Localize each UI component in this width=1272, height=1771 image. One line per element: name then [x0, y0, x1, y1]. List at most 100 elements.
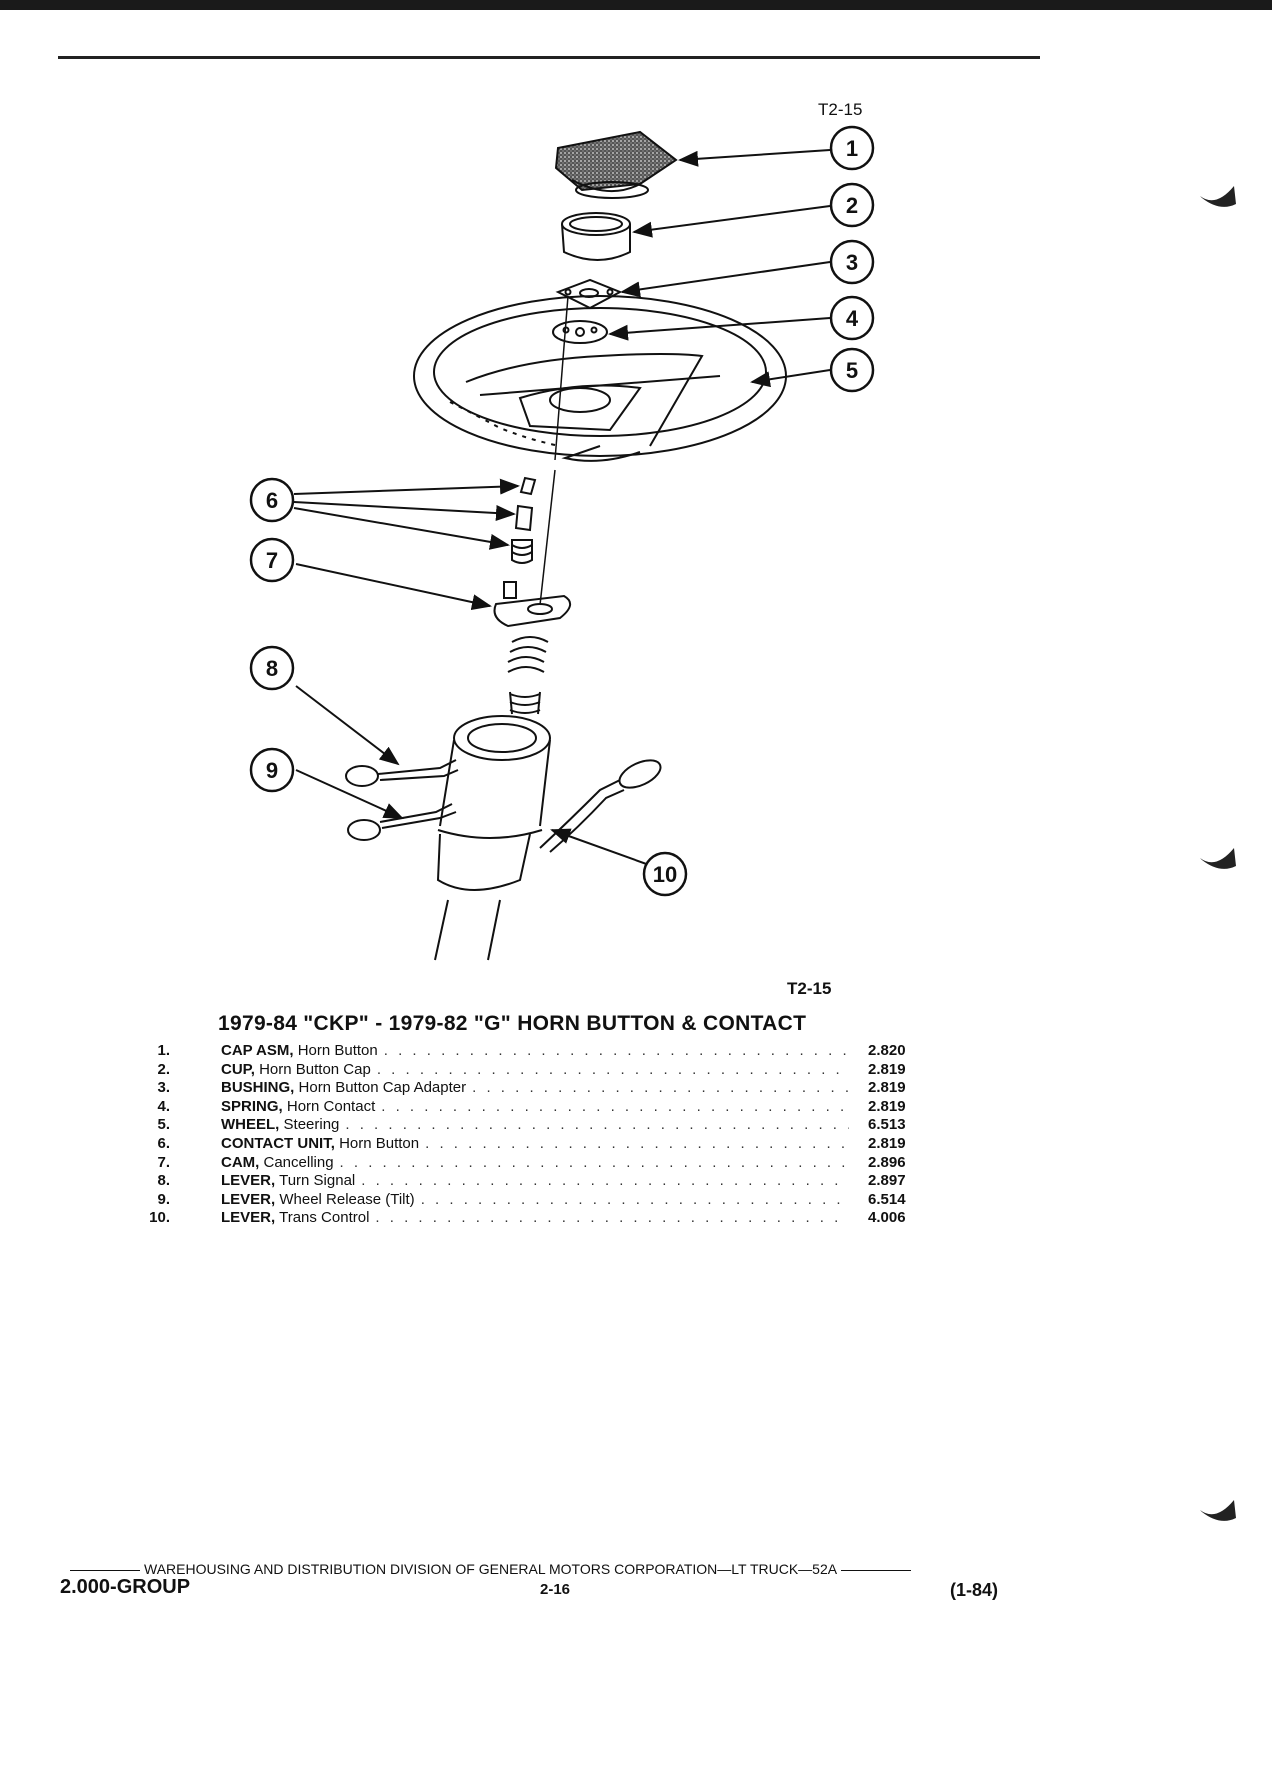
part-description: CAP ASM, Horn Button . . . . . . . . . . …	[221, 1042, 849, 1061]
leader-dots: . . . . . . . . . . . . . . . . . . . . …	[383, 1042, 849, 1059]
part-detail: Horn Button	[297, 1042, 378, 1059]
part-description: LEVER, Turn Signal . . . . . . . . . . . …	[221, 1172, 849, 1191]
part-group-ref: 2.819	[868, 1079, 906, 1097]
parts-list-row: 6.CONTACT UNIT, Horn Button. . . . . . .…	[130, 1135, 930, 1154]
leader-dots: . . . . . . . . . . . . . . . . . . . . …	[472, 1079, 849, 1097]
part-name: SPRING,	[221, 1097, 283, 1115]
part-detail: Horn Button Cap	[259, 1060, 371, 1078]
footer-publisher-line: WAREHOUSING AND DISTRIBUTION DIVISION OF…	[66, 1561, 915, 1577]
part-group-ref: 6.513	[868, 1116, 906, 1134]
part-detail: Steering	[283, 1116, 340, 1134]
horn-cup-part	[561, 212, 631, 261]
callout-3: 3	[846, 250, 858, 275]
leader-dots: . . . . . . . . . . . . . . . . . . . . …	[345, 1116, 849, 1134]
turn-signal-lever-part	[345, 759, 459, 787]
part-detail: Cancelling	[263, 1153, 334, 1171]
part-name: CAM,	[221, 1153, 260, 1171]
part-number: 10.	[149, 1209, 170, 1227]
trans-control-lever-part	[539, 759, 662, 853]
part-number: 5.	[157, 1116, 170, 1134]
parts-list-title: 1979-84 "CKP" - 1979-82 "G" HORN BUTTON …	[218, 1012, 807, 1035]
part-name: LEVER,	[221, 1190, 276, 1208]
part-detail: Horn Contact	[286, 1097, 376, 1115]
part-number: 4.	[157, 1097, 170, 1115]
exploded-view-illustration: 1 2 3 4 5 6 7 8 9 10	[249, 125, 875, 961]
horn-cap-part	[554, 130, 678, 199]
footer-group: 2.000-GROUP	[60, 1576, 191, 1598]
part-name: CONTACT UNIT,	[221, 1134, 335, 1152]
callout-7: 7	[266, 548, 278, 573]
part-name: WHEEL,	[221, 1116, 280, 1134]
parts-list: 1.CAP ASM, Horn Button. . . . . . . . . …	[130, 1042, 930, 1228]
part-group-ref: 2.897	[868, 1172, 906, 1190]
footer-publisher: WAREHOUSING AND DISTRIBUTION DIVISION OF…	[144, 1561, 838, 1577]
binder-mark-icon	[1200, 1500, 1236, 1521]
part-group-ref: 2.896	[868, 1153, 906, 1171]
part-group-ref: 2.820	[868, 1042, 906, 1059]
callout-8: 8	[266, 656, 278, 681]
callout-1: 1	[846, 136, 858, 161]
callout-5: 5	[846, 358, 858, 383]
part-description: SPRING, Horn Contact . . . . . . . . . . …	[221, 1098, 849, 1117]
part-detail: Horn Button Cap Adapter	[298, 1079, 467, 1097]
part-description: LEVER, Wheel Release (Tilt). . . . . . .…	[221, 1191, 849, 1210]
part-description: CAM, Cancelling . . . . . . . . . . . . .…	[221, 1154, 849, 1173]
steering-column-part	[434, 715, 551, 961]
part-detail: Horn Button	[339, 1134, 420, 1152]
part-group-ref: 6.514	[868, 1190, 906, 1208]
part-group-ref: 2.819	[868, 1060, 906, 1078]
cancelling-cam-part	[493, 581, 571, 628]
part-detail: Trans Control	[279, 1209, 370, 1227]
part-name: LEVER,	[221, 1209, 276, 1227]
part-number: 1.	[157, 1042, 170, 1059]
part-name: LEVER,	[221, 1172, 276, 1190]
parts-list-row: 3. BUSHING, Horn Button Cap Adapter. . . …	[130, 1079, 930, 1098]
part-description: BUSHING, Horn Button Cap Adapter. . . . …	[221, 1079, 849, 1098]
part-group-ref: 2.819	[868, 1097, 906, 1115]
parts-list-row: 2. CUP, Horn Button Cap . . . . . . . . . …	[130, 1061, 930, 1080]
part-number: 3.	[157, 1079, 170, 1097]
parts-list-row: 4. SPRING, Horn Contact . . . . . . . . . …	[130, 1098, 930, 1117]
part-detail: Turn Signal	[279, 1172, 356, 1190]
horn-spring-part	[552, 320, 608, 344]
leader-dots: . . . . . . . . . . . . . . . . . . . . …	[381, 1097, 849, 1115]
part-number: 7.	[157, 1153, 170, 1171]
contact-unit-part	[511, 476, 537, 564]
leader-dots: . . . . . . . . . . . . . . . . . . . . …	[425, 1134, 849, 1152]
part-description: CONTACT UNIT, Horn Button . . . . . . . .…	[221, 1135, 849, 1154]
parts-list-row: 9. LEVER, Wheel Release (Tilt). . . . . .…	[130, 1191, 930, 1210]
parts-list-row: 1. CAP ASM, Horn Button . . . . . . . . . …	[130, 1042, 930, 1061]
leader-dots: . . . . . . . . . . . . . . . . . . . . …	[339, 1153, 849, 1171]
callout-9: 9	[266, 758, 278, 783]
part-name: CAP ASM,	[221, 1042, 294, 1059]
part-name: CUP,	[221, 1060, 255, 1078]
part-number: 9.	[157, 1190, 170, 1208]
part-description: WHEEL, Steering . . . . . . . . . . . . .…	[221, 1116, 849, 1135]
leader-dots: . . . . . . . . . . . . . . . . . . . . …	[420, 1190, 849, 1208]
leader-dots: . . . . . . . . . . . . . . . . . . . . …	[361, 1172, 849, 1190]
parts-list-row: 10. LEVER, Trans Control . . . . . . . . .…	[130, 1209, 930, 1228]
binder-mark-icon	[1200, 186, 1236, 207]
steering-wheel-part	[413, 295, 787, 462]
callout-6: 6	[266, 488, 278, 513]
part-group-ref: 2.819	[868, 1134, 906, 1152]
leader-dots: . . . . . . . . . . . . . . . . . . . . …	[375, 1209, 849, 1227]
callout-10: 10	[653, 862, 677, 887]
leader-dots: . . . . . . . . . . . . . . . . . . . . …	[376, 1060, 849, 1078]
parts-list-row: 8. LEVER, Turn Signal . . . . . . . . . . …	[130, 1172, 930, 1191]
bushing-part	[555, 278, 623, 310]
parts-list-row: 5. WHEEL, Steering . . . . . . . . . . . .…	[130, 1116, 930, 1135]
part-description: CUP, Horn Button Cap . . . . . . . . . . …	[221, 1061, 849, 1080]
footer-page-number: 2-16	[540, 1581, 571, 1598]
parts-list-row: 7. CAM, Cancelling . . . . . . . . . . . .…	[130, 1154, 930, 1173]
page-top-edge	[0, 0, 1272, 10]
figure-id-bottom: T2-15	[787, 979, 832, 998]
part-number: 8.	[157, 1172, 170, 1190]
part-number: 2.	[157, 1060, 170, 1078]
lower-spring-part	[507, 636, 549, 715]
figure-id-top: T2-15	[818, 100, 863, 119]
binder-mark-icon	[1200, 848, 1236, 869]
callout-4: 4	[846, 306, 859, 331]
callout-2: 2	[846, 193, 858, 218]
header-rule	[58, 56, 1040, 59]
